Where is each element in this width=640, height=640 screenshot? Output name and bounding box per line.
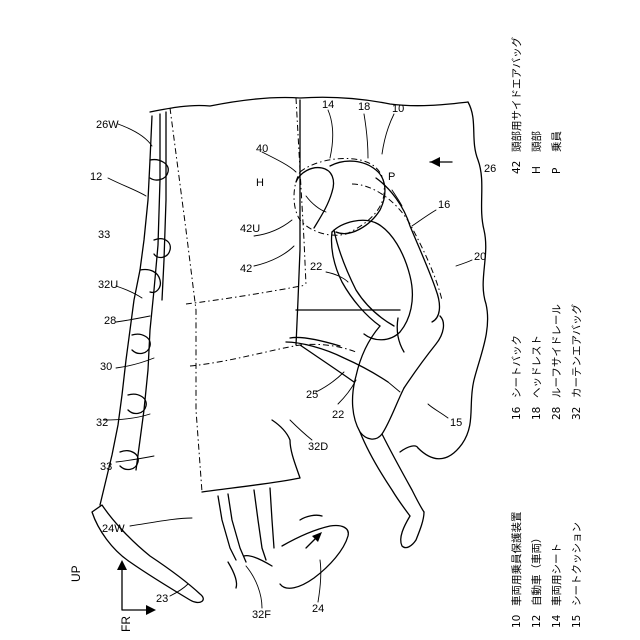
leader-lines	[104, 110, 472, 608]
headrest-and-head-airbag	[294, 159, 385, 236]
label-30: 30	[100, 361, 112, 373]
label-H: H	[256, 177, 264, 189]
svg-text:18: 18	[531, 407, 543, 420]
svg-text:12: 12	[531, 615, 543, 628]
legend-item-16: 16 シートバック	[511, 335, 523, 420]
label-26W: 26W	[96, 119, 119, 131]
svg-text:28: 28	[551, 407, 563, 420]
label-22-lower: 22	[332, 409, 344, 421]
label-12: 12	[90, 171, 102, 183]
legend-item-28: 28 ルーフサイドレール	[551, 304, 563, 420]
legend-item-15: 15 シートクッション	[571, 522, 583, 628]
label-14: 14	[322, 99, 334, 111]
svg-text:15: 15	[571, 615, 583, 628]
label-23: 23	[156, 593, 168, 605]
svg-text:14: 14	[551, 614, 563, 628]
svg-text:32: 32	[571, 407, 583, 420]
label-32F: 32F	[252, 609, 271, 621]
label-33-lower: 33	[100, 461, 112, 473]
label-10: 10	[392, 103, 404, 115]
svg-text:頭部: 頭部	[530, 131, 543, 152]
svg-text:42: 42	[511, 161, 523, 174]
label-P: P	[388, 171, 395, 183]
svg-text:16: 16	[511, 406, 523, 420]
svg-text:自動車（車両）: 自動車（車両）	[530, 533, 543, 607]
label-25: 25	[306, 389, 318, 401]
legend: 10 車両用乗員保護装置 12 自動車（車両） 14 車両用シート 15 シート…	[510, 36, 583, 628]
axis-fr-label: FR	[119, 616, 133, 632]
legend-item-18: 18 ヘッドレスト	[531, 335, 543, 420]
label-32U: 32U	[98, 279, 118, 291]
label-15: 15	[450, 417, 462, 429]
svg-text:車両用シート: 車両用シート	[550, 543, 563, 606]
label-40: 40	[256, 143, 268, 155]
label-22-upper: 22	[310, 261, 322, 273]
label-16: 16	[438, 199, 450, 211]
legend-item-12: 12 自動車（車両）	[530, 533, 543, 629]
label-42: 42	[240, 263, 252, 275]
label-24: 24	[312, 603, 324, 615]
front-lower-parts	[218, 488, 348, 588]
label-32: 32	[96, 417, 108, 429]
svg-text:シートバック: シートバック	[511, 335, 523, 398]
label-26: 26	[484, 163, 496, 175]
roof-side-rail	[92, 97, 468, 602]
label-33-upper: 33	[98, 229, 110, 241]
svg-text:乗員: 乗員	[551, 131, 563, 152]
svg-text:ヘッドレスト: ヘッドレスト	[531, 335, 543, 398]
curtain-airbag	[170, 98, 356, 492]
axis-up-label: UP	[69, 565, 83, 582]
seatback	[334, 178, 442, 326]
svg-text:H: H	[531, 166, 543, 174]
svg-text:カーテンエアバッグ: カーテンエアバッグ	[570, 303, 583, 398]
legend-item-14: 14 車両用シート	[550, 543, 563, 628]
legend-item-10: 10 車両用乗員保護装置	[510, 512, 523, 629]
label-18: 18	[358, 101, 370, 113]
label-32D: 32D	[308, 441, 328, 453]
svg-text:ルーフサイドレール: ルーフサイドレール	[551, 304, 563, 398]
label-20: 20	[474, 251, 486, 263]
legend-item-32: 32 カーテンエアバッグ	[570, 303, 583, 420]
svg-text:10: 10	[511, 615, 523, 628]
label-42U: 42U	[240, 223, 260, 235]
label-24W: 24W	[102, 523, 125, 535]
vehicle-body-outline	[400, 102, 488, 459]
legend-item-42: 42 頭部用サイドエアバッグ	[510, 36, 523, 174]
reference-numerals: 12 26W 14 18 10 40 H P 16 26 33 42U 42 2…	[90, 99, 496, 621]
legend-item-H: H 頭部	[530, 131, 543, 174]
seat-cushion	[290, 310, 400, 382]
legend-item-P: P 乗員	[551, 131, 563, 174]
svg-text:頭部用サイドエアバッグ: 頭部用サイドエアバッグ	[510, 36, 523, 152]
svg-text:シートクッション: シートクッション	[571, 522, 583, 606]
svg-text:車両用乗員保護装置: 車両用乗員保護装置	[510, 512, 523, 607]
svg-text:P: P	[551, 168, 563, 174]
label-28: 28	[104, 315, 116, 327]
